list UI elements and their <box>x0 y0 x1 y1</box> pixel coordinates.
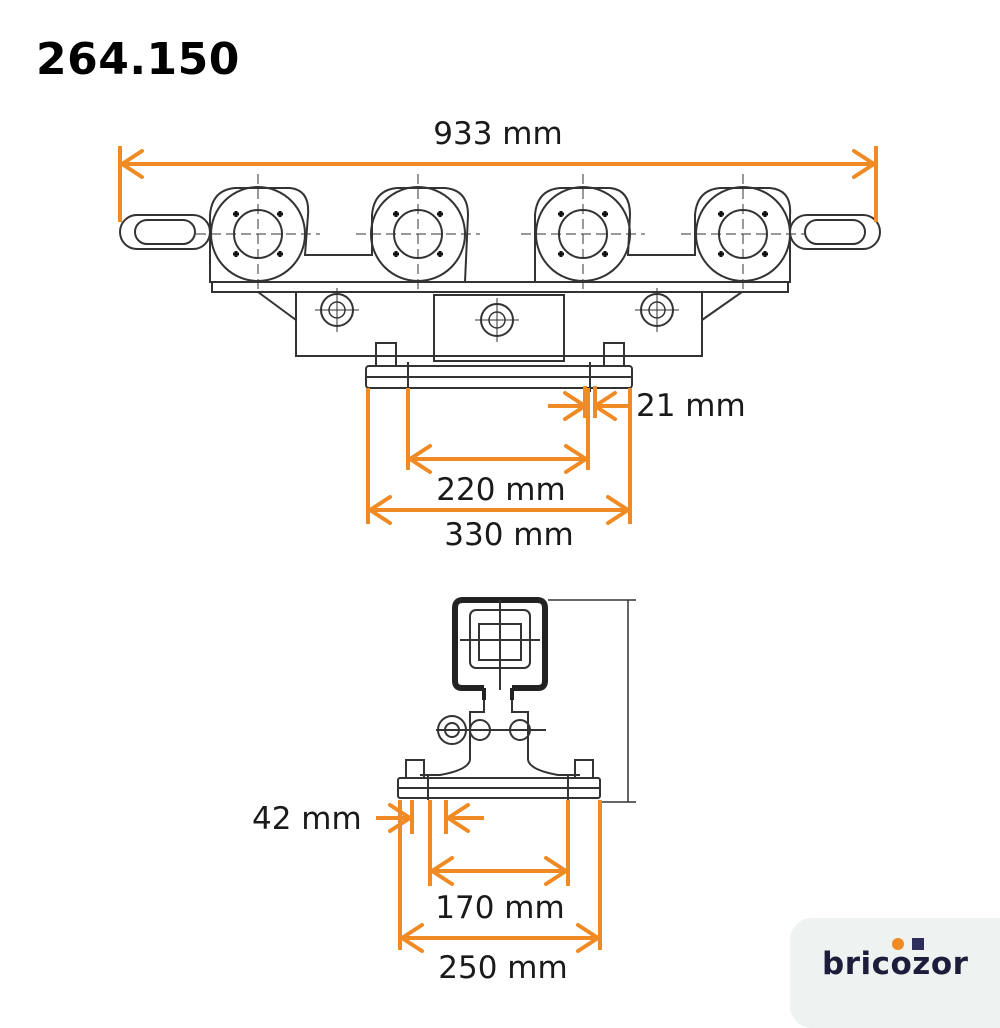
dimension-plate-width-top <box>366 388 632 524</box>
wheel-2 <box>354 172 482 296</box>
dimension-bolt-spacing-side <box>428 800 570 886</box>
brand-name: bricozor <box>822 946 969 982</box>
wheel-4 <box>679 172 807 296</box>
wheel-3 <box>519 172 647 296</box>
label-bolt-spacing-top: 220 mm <box>436 472 565 508</box>
dimension-plate-gap <box>548 386 630 418</box>
technical-drawing: 933 mm 21 mm 220 mm 330 mm <box>118 116 881 986</box>
dimension-plate-width-side <box>398 800 602 950</box>
brand-logo-icon <box>892 938 932 952</box>
dimension-bolt-spacing-top <box>406 388 590 470</box>
label-plate-gap: 21 mm <box>636 388 746 424</box>
label-bolt-spacing-side: 170 mm <box>435 890 564 926</box>
trolley-side-view <box>397 597 636 803</box>
label-overall-length: 933 mm <box>433 116 562 152</box>
label-plate-width-side: 250 mm <box>438 950 567 986</box>
trolley-front-view <box>119 187 881 392</box>
label-edge-offset: 42 mm <box>252 801 362 837</box>
dimension-edge-offset <box>376 800 484 834</box>
product-code-title: 264.150 <box>36 34 240 85</box>
dimension-overall-length <box>118 146 878 222</box>
label-plate-width-top: 330 mm <box>444 517 573 553</box>
